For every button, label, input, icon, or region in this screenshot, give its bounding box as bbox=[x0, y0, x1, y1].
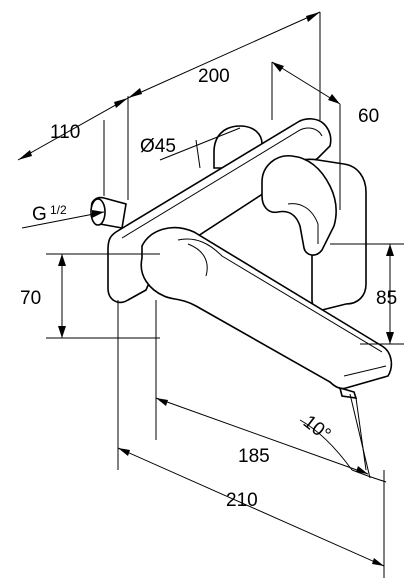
spout bbox=[140, 226, 393, 390]
dim-210-label: 210 bbox=[226, 490, 258, 511]
dim-85-label: 85 bbox=[376, 288, 397, 309]
dim-thread-fraction-label: 1/2 bbox=[50, 203, 67, 217]
dim-110-label: 110 bbox=[50, 122, 80, 143]
dim-rosette-diameter-label: Ø45 bbox=[140, 136, 176, 157]
spout-aerator bbox=[338, 386, 358, 399]
dim-thread-label: G bbox=[32, 204, 47, 225]
spout-top-edge bbox=[177, 238, 383, 353]
dimension-lines bbox=[17, 11, 404, 578]
lever-handle-highlight bbox=[287, 203, 319, 244]
dim-angle-label: 10° bbox=[299, 411, 335, 445]
dim-185-label: 185 bbox=[238, 446, 270, 467]
dim-60-label: 60 bbox=[358, 106, 379, 127]
wall-plate-inner-edge bbox=[121, 127, 323, 239]
faucet-body bbox=[90, 118, 393, 399]
spout-tip-detail bbox=[343, 365, 387, 377]
spout-ridge bbox=[187, 243, 208, 277]
dim-70-label: 70 bbox=[20, 288, 41, 309]
dim-200-label: 200 bbox=[198, 66, 230, 87]
